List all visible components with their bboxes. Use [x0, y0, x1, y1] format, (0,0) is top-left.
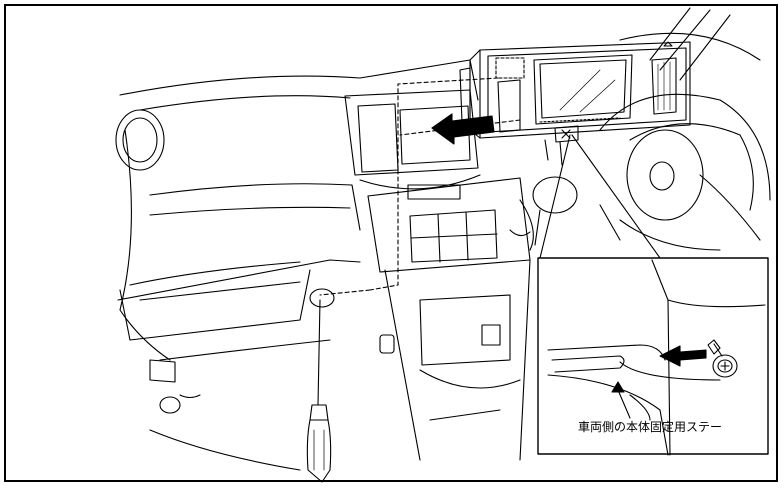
gear-shifter [509, 176, 578, 251]
steering-wheel [599, 7, 771, 251]
left-air-vent [115, 109, 165, 171]
bolt-icon [707, 339, 738, 378]
center-console [344, 89, 531, 461]
glove-box [119, 269, 311, 471]
dashboard-outline [117, 59, 479, 361]
stay-label: 車両側の本体固定用ステー [578, 420, 723, 434]
screwdriver-icon [306, 288, 335, 483]
navigation-unit [459, 41, 691, 166]
label-pointer [611, 381, 631, 419]
guide-dashed-lines [319, 77, 521, 296]
callout-bolt-arrow [659, 345, 707, 367]
callout-leader-lines [539, 134, 661, 259]
arrow-left-icon [431, 113, 495, 145]
